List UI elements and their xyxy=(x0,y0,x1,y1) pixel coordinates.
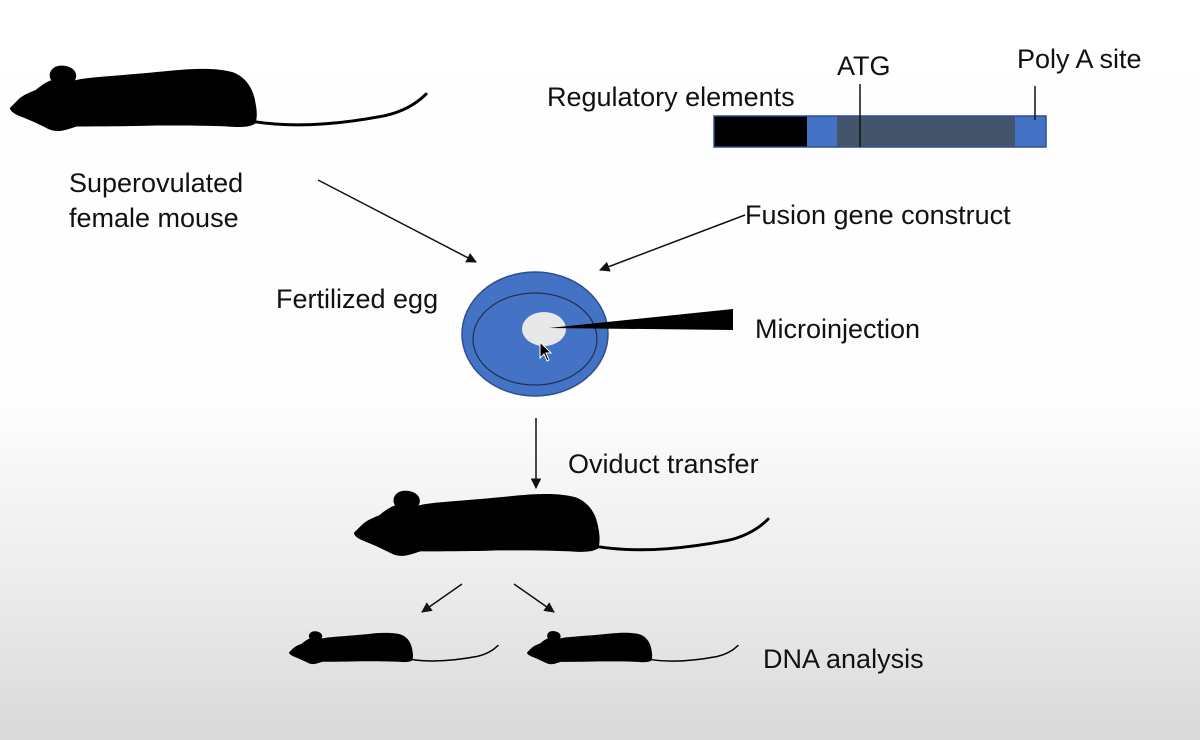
fusion-gene-construct-label: Fusion gene construct xyxy=(745,200,1011,230)
construct-coding-segment xyxy=(837,116,1015,147)
arrow-to-offspring-1 xyxy=(421,583,463,613)
construct-outline xyxy=(713,115,1047,148)
regulatory-elements-label: Regulatory elements xyxy=(547,82,795,112)
injection-needle-icon xyxy=(549,309,733,330)
microinjection-label: Microinjection xyxy=(755,314,921,344)
recipient-mouse xyxy=(352,489,770,558)
offspring-mouse-2 xyxy=(526,630,739,666)
donor-mouse xyxy=(8,64,428,133)
arrow-to-offspring-2 xyxy=(513,583,555,613)
arrow-construct-to-egg xyxy=(599,214,746,272)
polya-site-label: Poly A site xyxy=(1017,44,1142,74)
construct-exon-segment-1 xyxy=(807,116,837,147)
construct-regulatory-segment xyxy=(714,116,807,147)
dna-analysis-label: DNA analysis xyxy=(763,644,924,674)
construct-exon-segment-2 xyxy=(1015,116,1046,147)
cursor-arrow-icon xyxy=(539,340,553,362)
fusion-gene-construct xyxy=(713,84,1047,148)
egg-membrane xyxy=(472,292,598,386)
pronucleus xyxy=(522,312,566,346)
arrow-donor-to-egg xyxy=(317,179,477,263)
oviduct-transfer-label: Oviduct transfer xyxy=(568,449,759,479)
offspring-mouse-1 xyxy=(288,630,500,666)
atg-label: ATG xyxy=(837,51,891,81)
fertilized-egg-label: Fertilized egg xyxy=(276,284,439,314)
donor-mouse-label: Superovulated female mouse xyxy=(69,168,244,234)
fertilized-egg xyxy=(461,271,609,397)
